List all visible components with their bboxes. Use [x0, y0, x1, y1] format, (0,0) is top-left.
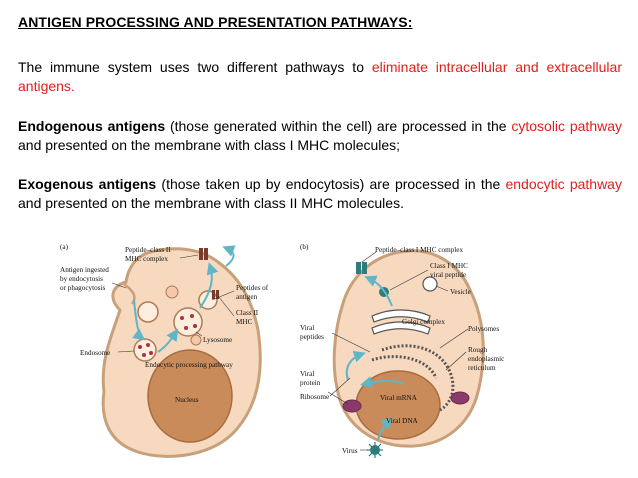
exogenous-text-b: and presented on the membrane with class…	[18, 195, 404, 211]
label-peptides-2: antigen	[236, 293, 258, 301]
label-class2-2: MHC	[236, 318, 253, 326]
label-peptide-class1: Peptide–class I MHC complex	[375, 246, 463, 254]
label-viral-dna: Viral DNA	[386, 417, 419, 425]
label-peptides-1: Peptides of	[236, 284, 269, 292]
figure-b-cytosolic: (b)	[300, 243, 504, 458]
label-rer-3: reticulum	[468, 364, 496, 372]
label-viral-protein-1: Viral	[300, 370, 314, 378]
exogenous-paragraph: Exogenous antigens (those taken up by en…	[18, 175, 622, 213]
intro-text: The immune system uses two different pat…	[18, 59, 372, 75]
label-viral-mrna: Viral mRNA	[380, 394, 418, 402]
label-antigen-2: by endocytosis	[60, 275, 103, 283]
label-class2-1: Class II	[236, 309, 259, 317]
label-lysosome: Lysosome	[203, 336, 232, 344]
nucleus-a	[147, 349, 233, 443]
label-pathway: Endocytic processing pathway	[145, 361, 233, 369]
figure-b-panel-label: (b)	[300, 243, 309, 251]
label-class1-2: viral peptide	[430, 271, 466, 279]
endogenous-highlight: cytosolic pathway	[511, 118, 622, 134]
label-peptide-class2-2: MHC complex	[125, 255, 168, 263]
endogenous-term: Endogenous antigens	[18, 118, 166, 134]
endosome-a1	[137, 301, 159, 323]
label-golgi: Golgi complex	[402, 318, 445, 326]
endogenous-paragraph: Endogenous antigens (those generated wit…	[18, 117, 622, 155]
label-ribosome: Ribosome	[300, 393, 329, 401]
label-nucleus: Nucleus	[175, 396, 199, 404]
label-viral-peptides-1: Viral	[300, 324, 314, 332]
label-viral-protein-2: protein	[300, 379, 321, 387]
figure-a-endocytic: (a) Peptide–class II MHC	[60, 243, 269, 458]
endogenous-text-b: and presented on the membrane with class…	[18, 137, 401, 153]
exogenous-highlight: endocytic pathway	[505, 176, 622, 192]
label-viral-peptides-2: peptides	[300, 333, 324, 341]
label-vesicle: Vesicle	[450, 288, 471, 296]
label-rer-1: Rough	[468, 346, 488, 354]
endosome-a2	[133, 338, 157, 362]
label-endosome: Endosome	[80, 349, 110, 357]
label-antigen-3: or phagocytosis	[60, 284, 106, 292]
lysosome-fused	[173, 307, 203, 337]
label-rer-2: endoplasmic	[468, 355, 504, 363]
label-virus: Virus	[342, 447, 358, 455]
intro-paragraph: The immune system uses two different pat…	[18, 58, 622, 96]
intro-highlight: eliminate intracellular and extracellula…	[18, 59, 622, 94]
label-antigen-1: Antigen ingested	[60, 266, 109, 274]
exogenous-text-a: (those taken up by endocytosis) are proc…	[156, 176, 506, 192]
label-class1-1: Class I MHC	[430, 262, 468, 270]
figure-a-panel-label: (a)	[60, 243, 69, 251]
exogenous-term: Exogenous antigens	[18, 176, 157, 192]
label-polysomes: Polysomes	[468, 325, 499, 333]
label-peptide-class2-1: Peptide–class II	[125, 246, 171, 254]
page-title: ANTIGEN PROCESSING AND PRESENTATION PATH…	[18, 14, 413, 30]
endogenous-text-a: (those generated within the cell) are pr…	[165, 118, 512, 134]
